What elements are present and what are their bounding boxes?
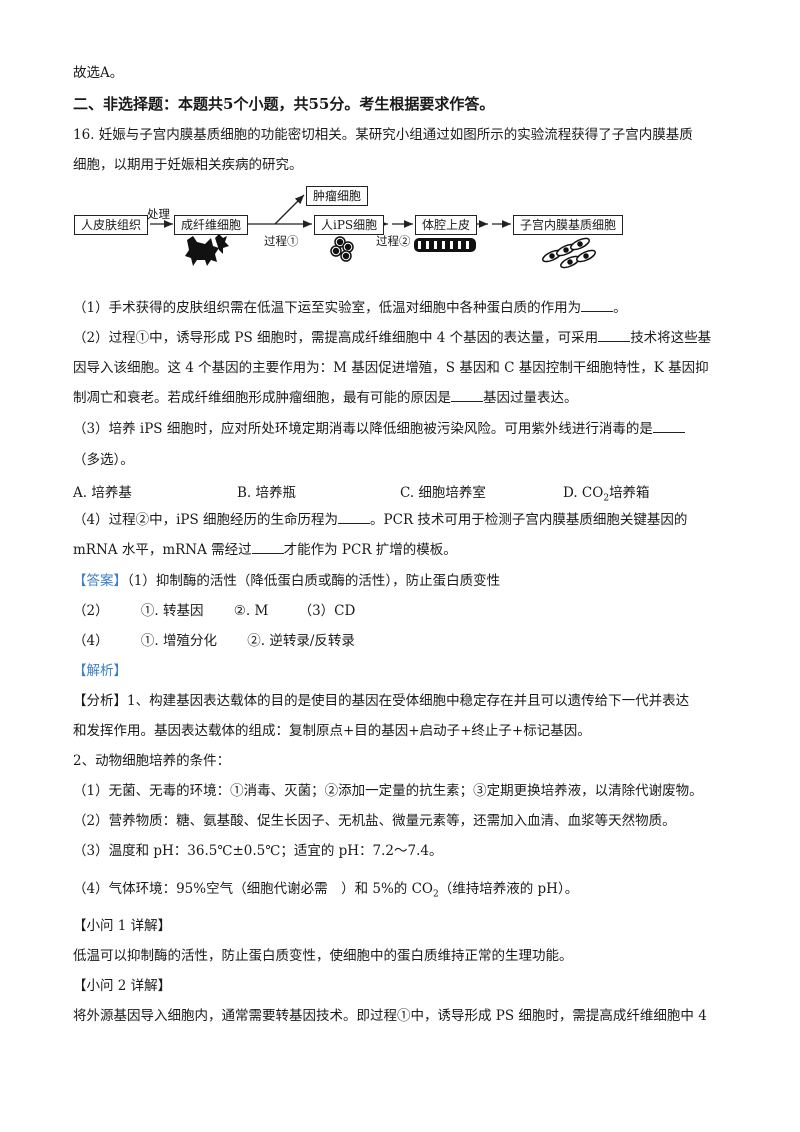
experiment-flow-diagram: 人皮肤组织 处理 成纤维细胞 肿瘤细胞 过程① 人iPS细胞 过程② 体腔上皮 …: [70, 180, 670, 280]
analysis-line7-a: （4）气体环境：95%空气（细胞代谢必需 ）和 5%的 CO: [73, 881, 433, 897]
analysis-line4: （1）无菌、无毒的环境：①消毒、灭菌；②添加一定量的抗生素；③定期更换培养液，以…: [73, 783, 703, 799]
question-stem-line2: 细胞，以期用于妊娠相关疾病的研究。: [73, 157, 303, 173]
section-heading: 二、非选择题：本题共5个小题，共55分。考生根据要求作答。: [73, 95, 495, 113]
part2-line3-b: 基因过量表达。: [483, 390, 578, 406]
answer-blank: [451, 389, 483, 402]
previous-conclusion: 故选A。: [73, 65, 124, 81]
option-d: D. CO2培养箱: [563, 481, 650, 504]
answer-blank: [251, 541, 284, 554]
answer-blank: [598, 329, 631, 342]
answer-line1: 【答案】（1）抑制酶的活性（降低蛋白质或酶的活性），防止蛋白质变性: [73, 572, 500, 590]
edge-label-treat: 处理: [147, 207, 170, 221]
part4-text-a: （4）过程②中，iPS 细胞经历的生命历程为: [73, 512, 339, 528]
answer-blank: [581, 299, 614, 312]
answer-blank: [652, 420, 685, 433]
part2-line2: 因导入该细胞。这 4 个基因的主要作用为：M 基因促进增殖，S 基因和 C 基因…: [73, 360, 709, 376]
flow-arrows: [150, 194, 596, 269]
answer-3: （3）CD: [298, 603, 356, 619]
node-ips-cell: 人iPS细胞: [314, 215, 385, 235]
node-epithelium: 体腔上皮: [415, 215, 478, 235]
option-d-suffix: 培养箱: [609, 485, 650, 501]
answer-text-1: （1）抑制酶的活性（降低蛋白质或酶的活性），防止蛋白质变性: [127, 573, 501, 589]
part3-line1: （3）培养 iPS 细胞时，应对所处环境定期消毒以降低细胞被污染风险。可用紫外线…: [73, 420, 685, 438]
answer-part-2: （2）: [73, 603, 109, 619]
fibroblast-cell-icon: [185, 234, 229, 266]
analysis-line6: （3）温度和 pH：36.5℃±0.5℃；适宜的 pH：7.2～7.4。: [73, 843, 443, 859]
analysis-line5: （2）营养物质：糖、氨基酸、促生长因子、无机盐、微量元素等，还需加入血清、血浆等…: [73, 813, 676, 829]
analysis-line7: （4）气体环境：95%空气（细胞代谢必需 ）和 5%的 CO2（维持培养液的 p…: [73, 880, 578, 904]
part1-text: （1）手术获得的皮肤组织需在低温下运至实验室，低温对细胞中各种蛋白质的作用为: [73, 300, 582, 316]
sub2-text: 将外源基因导入细胞内，通常需要转基因技术。即过程①中，诱导形成 PS 细胞时，需…: [73, 1008, 707, 1024]
part4-text-b: 。PCR 技术可用于检测子宫内膜基质细胞关键基因的: [370, 512, 688, 528]
analysis-line7-sub: 2: [433, 889, 439, 900]
option-d-sub: 2: [603, 493, 610, 504]
answer-4-a: ①. 增殖分化: [140, 633, 217, 649]
part4-line2: mRNA 水平，mRNA 需经过 才能作为 PCR 扩增的模板。: [73, 541, 457, 559]
answer-2-b: ②. M: [233, 603, 269, 619]
analysis-line1: 【分析】1、构建基因表达载体的目的是使目的基因在受体细胞中稳定存在并且可以遗传给…: [73, 693, 690, 709]
node-skin-tissue: 人皮肤组织: [74, 215, 149, 235]
part2-line1: （2）过程①中，诱导形成 PS 细胞时，需提高成纤维细胞中 4 个基因的表达量，…: [73, 329, 711, 347]
analysis-line7-b: （维持培养液的 pH）。: [438, 881, 579, 897]
part4-line1: （4）过程②中，iPS 细胞经历的生命历程为 。PCR 技术可用于检测子宫内膜基质…: [73, 511, 687, 529]
option-c: C. 细胞培养室: [400, 485, 486, 501]
node-tumor-cell: 肿瘤细胞: [306, 186, 369, 206]
part1: （1）手术获得的皮肤组织需在低温下运至实验室，低温对细胞中各种蛋白质的作用为 。: [73, 299, 627, 317]
node-fibroblast: 成纤维细胞: [174, 215, 249, 235]
part2-line3-a: 制凋亡和衰老。若成纤维细胞形成肿瘤细胞，最有可能的原因是: [73, 390, 451, 406]
answer-2-a: ①. 转基因: [140, 603, 204, 619]
sub2-label: 【小问 2 详解】: [73, 978, 172, 994]
option-a: A. 培养基: [73, 485, 132, 501]
part3-text: （3）培养 iPS 细胞时，应对所处环境定期消毒以降低细胞被污染风险。可用紫外线…: [73, 421, 653, 437]
part3-line2: （多选）。: [73, 452, 134, 468]
part2-text-a: （2）过程①中，诱导形成 PS 细胞时，需提高成纤维细胞中 4 个基因的表达量，…: [73, 330, 599, 346]
node-stromal-cell: 子宫内膜基质细胞: [513, 215, 624, 235]
option-b: B. 培养瓶: [237, 485, 297, 501]
question-stem-line1: 16. 妊娠与子宫内膜基质细胞的功能密切相关。某研究小组通过如图所示的实验流程获…: [73, 126, 693, 144]
question-number: 16.: [73, 127, 95, 143]
answer-part-4: （4）: [73, 633, 109, 649]
answer-line3: （4） ①. 增殖分化 ②. 逆转录/反转录: [73, 632, 355, 650]
part2-text-b: 技术将这些基: [630, 330, 712, 346]
analysis-line2: 和发挥作用。基因表达载体的组成：复制原点+目的基因+启动子+终止子+标记基因。: [73, 723, 591, 739]
answer-blank: [338, 511, 371, 524]
epithelium-cell-icon: [414, 238, 476, 252]
option-d-prefix: D. CO: [563, 485, 604, 501]
analysis-label: 【解析】: [73, 663, 127, 679]
part4-line2-a: mRNA 水平，mRNA 需经过: [73, 542, 252, 558]
sub1-label: 【小问 1 详解】: [73, 918, 172, 934]
edge-label-process2: 过程②: [376, 234, 411, 248]
answer-line2: （2） ①. 转基因 ②. M （3）CD: [73, 602, 355, 620]
part2-line3: 制凋亡和衰老。若成纤维细胞形成肿瘤细胞，最有可能的原因是 基因过量表达。: [73, 389, 578, 407]
edge-label-process1: 过程①: [264, 234, 299, 248]
question-stem-text: 妊娠与子宫内膜基质细胞的功能密切相关。某研究小组通过如图所示的实验流程获得了子宫…: [98, 127, 693, 143]
part1-end: 。: [613, 300, 627, 316]
answer-4-b: ②. 逆转录/反转录: [247, 633, 355, 649]
sub1-text: 低温可以抑制酶的活性，防止蛋白质变性，使细胞中的蛋白质维持正常的生理功能。: [73, 948, 573, 964]
ips-cell-icon: [330, 236, 354, 262]
analysis-line3: 2、动物细胞培养的条件：: [73, 753, 231, 769]
stromal-cell-icon: [542, 237, 596, 269]
answer-label: 【答案】: [73, 573, 127, 589]
part4-line2-b: 才能作为 PCR 扩增的模板。: [283, 542, 457, 558]
